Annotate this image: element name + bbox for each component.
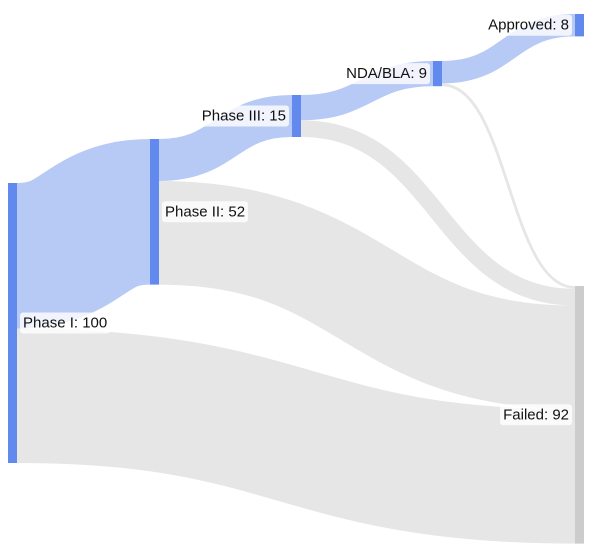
label-bg-nda [343,63,430,85]
node-approved [575,14,584,37]
node-phase3 [292,95,301,137]
label-text-phase2: Phase II: 52 [165,203,245,220]
label-bg-approved [485,14,572,36]
label-text-approved: Approved: 8 [488,17,569,34]
link-phase1-to-failed [16,328,576,544]
label-failed: Failed: 92 [500,404,572,426]
label-approved: Approved: 8 [485,14,572,36]
label-phase3: Phase III: 15 [198,105,289,127]
labels-layer: Phase I: 100 Phase II: 52 Phase III: 15 NDA… [20,14,572,426]
label-text-nda: NDA/BLA: 9 [346,65,427,82]
label-text-phase1: Phase I: 100 [23,315,107,332]
node-failed [575,286,584,544]
label-phase1: Phase I: 100 [20,312,111,334]
node-phase2 [150,139,159,285]
link-phase1-to-phase2 [13,139,154,329]
label-bg-failed [500,404,572,426]
nodes-layer [8,14,584,544]
link-nda-to-failed [441,83,576,289]
node-phase1 [8,183,17,463]
node-nda [433,61,442,87]
links-layer [13,14,576,544]
link-phase2-to-failed [158,181,576,410]
label-bg-phase2 [162,201,249,223]
label-nda: NDA/BLA: 9 [343,63,430,85]
label-phase2: Phase II: 52 [162,201,249,223]
label-text-failed: Failed: 92 [503,406,569,423]
label-bg-phase1 [20,312,111,334]
label-bg-phase3 [198,105,289,127]
link-phase3-to-failed [300,120,576,306]
label-text-phase3: Phase III: 15 [202,108,286,125]
